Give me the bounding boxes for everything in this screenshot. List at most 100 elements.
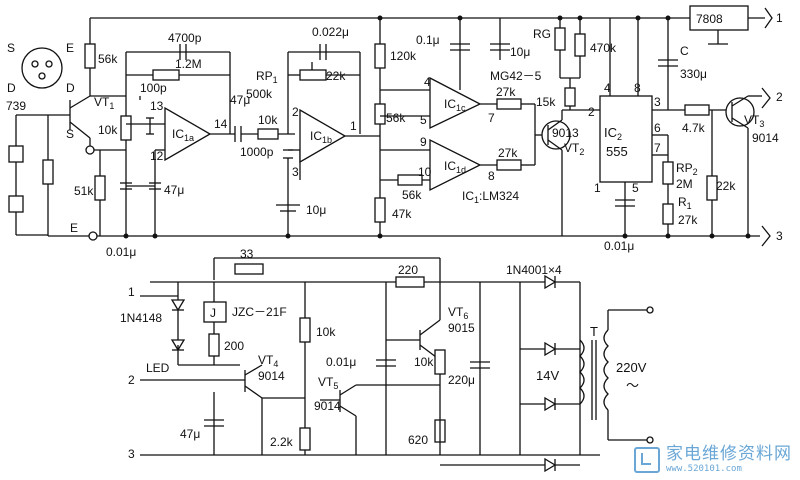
label-C: C xyxy=(680,44,689,58)
label-ic1-part: IC1:LM324 xyxy=(462,189,519,205)
label-33: 33 xyxy=(240,247,254,261)
label-vt4: VT4 xyxy=(258,353,278,369)
resistor-10k-d xyxy=(434,349,446,375)
label-rg: RG xyxy=(533,27,551,41)
label-200: 200 xyxy=(224,339,244,353)
label-10k-a: 10k xyxy=(98,123,118,137)
comparator-ic1c xyxy=(429,76,482,130)
label-ac-tilde: ～ xyxy=(626,378,639,393)
diode-bridge-4 xyxy=(544,457,557,473)
label-56k-a: 56k xyxy=(98,52,118,66)
label-555: 555 xyxy=(606,144,628,159)
label-22k-a: 22k xyxy=(326,69,346,83)
label-ic2-pin7: 7 xyxy=(654,141,661,155)
resistor-10k-b xyxy=(257,128,279,140)
label-ic2-pin2: 2 xyxy=(588,105,595,119)
label-9014-b: 9014 xyxy=(258,369,285,383)
label-pin4: 4 xyxy=(424,75,431,89)
potentiometer-rp1 xyxy=(299,69,327,81)
label-vt5: VT5 xyxy=(318,375,338,391)
label-120k: 120k xyxy=(390,49,417,63)
resistor-47k xyxy=(374,197,386,223)
label-vt6: VT6 xyxy=(448,305,468,321)
label-relay-j: J xyxy=(210,306,216,320)
label-9014-c: 9014 xyxy=(314,399,341,413)
label-47u-a: 47μ xyxy=(230,93,250,107)
label-pin9: 9 xyxy=(420,135,427,149)
label-pin10: 10 xyxy=(418,165,432,179)
label-sensor-D: D xyxy=(7,81,16,95)
terminal-bottom-3: 3 xyxy=(128,447,135,461)
site-watermark: 家电维修资料网 www.520101.com xyxy=(634,446,792,474)
label-27k-a: 27k xyxy=(496,85,516,99)
label-4.7k: 4.7k xyxy=(682,121,706,135)
label-vt1: VT1 xyxy=(94,95,114,111)
resistor-56k-c xyxy=(397,174,423,186)
label-470k: 470k xyxy=(590,41,617,55)
sensor-electrode xyxy=(21,47,63,89)
watermark-main-text: 家电维修资料网 xyxy=(666,444,792,464)
resistor-51k xyxy=(94,175,106,201)
diode-bridge-2 xyxy=(544,341,557,357)
label-vt2: VT2 xyxy=(564,141,584,157)
label-47u-c: 47μ xyxy=(180,427,200,441)
label-7808: 7808 xyxy=(696,12,723,26)
resistor-2.2k xyxy=(299,427,311,451)
label-9015: 9015 xyxy=(448,321,475,335)
resistor-56k-a xyxy=(84,43,96,69)
label-rp1: RP1 xyxy=(256,69,278,85)
resistor-10k-a xyxy=(120,115,132,141)
electrode-plate-lower xyxy=(8,195,24,213)
label-15k: 15k xyxy=(536,95,556,109)
label-ic2-pin6: 6 xyxy=(654,121,661,135)
label-10k-b: 10k xyxy=(258,113,278,127)
label-1n4148: 1N4148 xyxy=(120,311,162,325)
watermark-url: www.520101.com xyxy=(666,464,742,474)
resistor-15k xyxy=(564,87,576,107)
resistor-33 xyxy=(234,263,264,275)
resistor-1.2M xyxy=(152,69,180,81)
label-14v: 14V xyxy=(536,368,559,383)
label-47u-b: 47μ xyxy=(164,183,184,197)
diode-1n4148 xyxy=(170,299,186,312)
label-56k-b: 56k xyxy=(386,111,406,125)
resistor-56k-b xyxy=(374,103,386,125)
timer-ic2-555 xyxy=(599,95,653,183)
label-330u: 330μ xyxy=(680,67,707,81)
label-pin12: 12 xyxy=(150,149,164,163)
label-r1: R1 xyxy=(678,195,692,211)
label-10u-top: 10μ xyxy=(510,45,530,59)
label-739: 739 xyxy=(6,99,26,113)
terminal-bottom-2: 2 xyxy=(128,373,135,387)
terminal-bottom-1: 1 xyxy=(128,285,135,299)
label-0.1u: 0.1μ xyxy=(416,33,440,47)
label-ic2: IC2 xyxy=(604,125,622,142)
label-1000p: 1000p xyxy=(240,145,274,159)
resistor-r1 xyxy=(662,203,674,225)
opamp-ic1b xyxy=(299,108,347,164)
label-E: E xyxy=(70,221,78,235)
label-10k-c: 10k xyxy=(316,325,336,339)
label-51k: 51k xyxy=(74,184,94,198)
label-rp2-value: 2M xyxy=(676,177,693,191)
label-ic2-pin4: 4 xyxy=(604,81,611,95)
resistor-10k-c xyxy=(299,317,311,343)
resistor-120k xyxy=(374,43,386,69)
label-transformer-t: T xyxy=(590,324,598,339)
label-pin3: 3 xyxy=(292,165,299,179)
resistor-220 xyxy=(395,276,425,288)
label-pin13: 13 xyxy=(150,99,164,113)
label-ic2-pin5: 5 xyxy=(632,181,639,195)
watermark-logo-icon xyxy=(634,447,660,473)
label-vt3: VT3 xyxy=(744,113,764,129)
label-ic1a: IC1a xyxy=(172,127,194,143)
resistor-27k-a xyxy=(496,98,522,110)
label-rp2: RP2 xyxy=(676,161,698,177)
label-47k: 47k xyxy=(392,207,412,221)
label-10u-b: 10μ xyxy=(306,203,326,217)
label-220v: 220V xyxy=(616,360,647,375)
label-27k-b: 27k xyxy=(498,146,518,160)
label-r1-value: 27k xyxy=(678,213,698,227)
photoresistor-rg xyxy=(554,27,566,51)
label-jzc21f: JZC－21F xyxy=(232,305,287,319)
